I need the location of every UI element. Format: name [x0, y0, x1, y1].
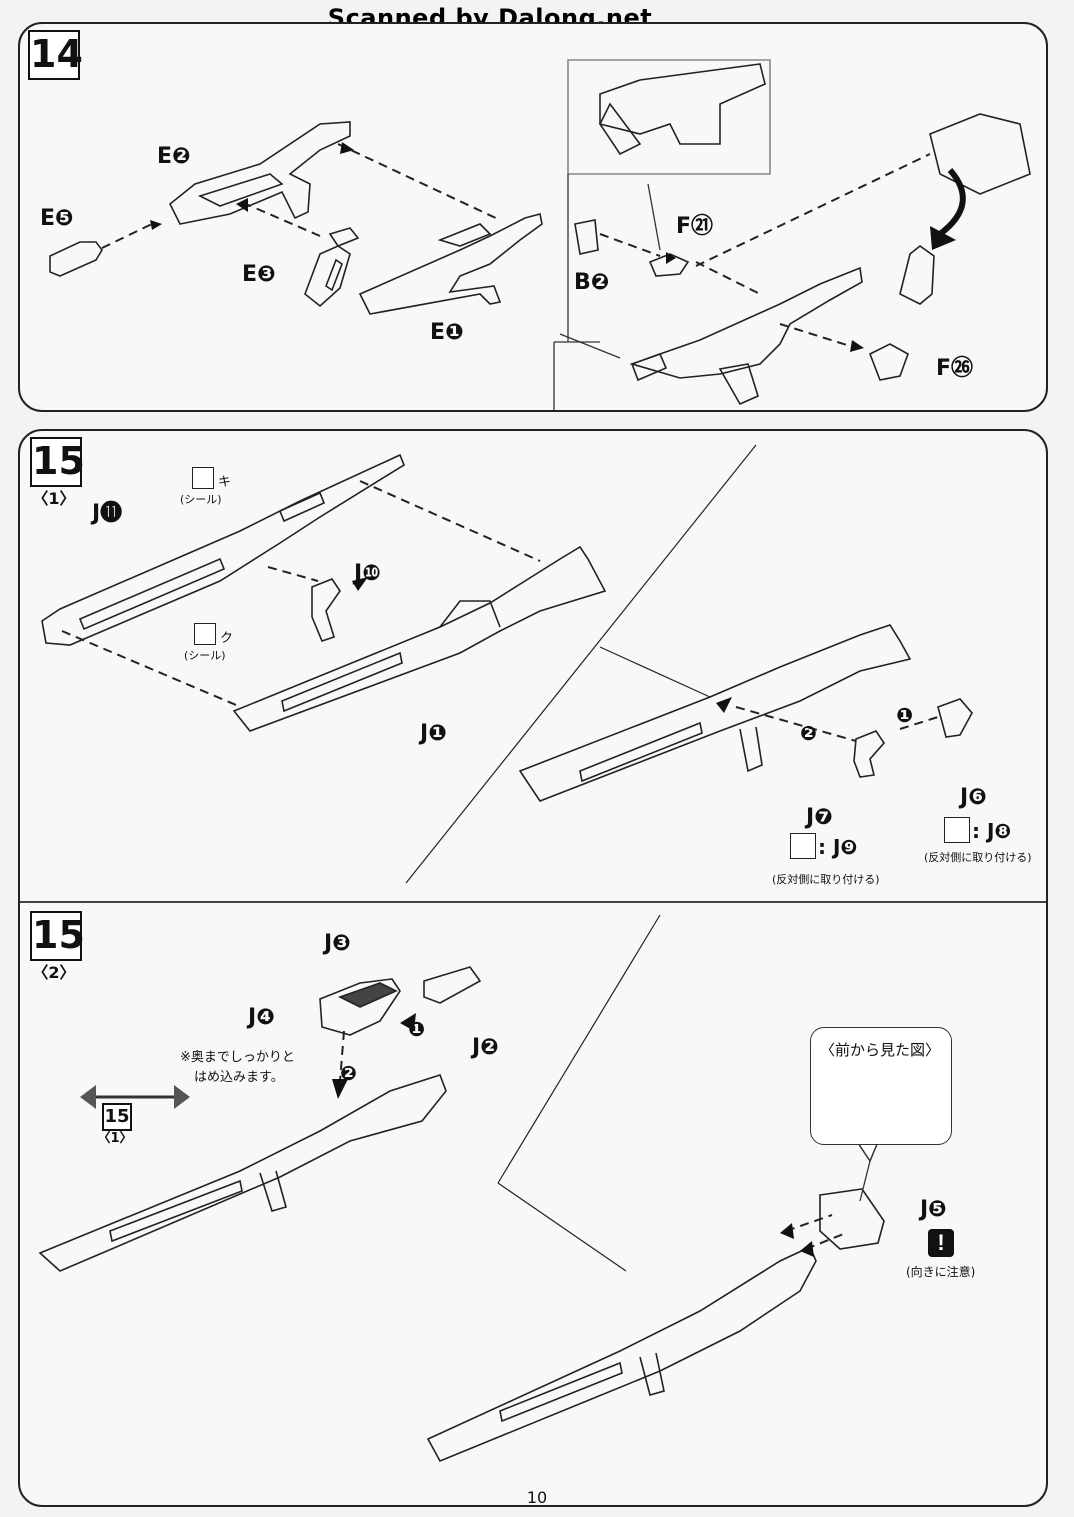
part-label-j7: J❼: [806, 805, 833, 830]
opposite-side-note: (反対側に取り付ける): [772, 873, 880, 886]
part-label-j10: J❿: [354, 561, 381, 586]
reference-step-number: 15: [102, 1103, 132, 1131]
part-label-j6: J❻: [960, 785, 987, 810]
sticker-icon: [194, 623, 216, 645]
substep-label: 〈1〉: [32, 489, 76, 508]
part-label-j11: J⓫: [92, 501, 123, 526]
part-label-e2: E❷: [157, 144, 191, 169]
part-label-j8: : J❽: [972, 819, 1012, 843]
part-label-e1: E❶: [430, 320, 464, 345]
sticker-label-ku: ク: [220, 631, 234, 646]
part-label-e3: E❸: [242, 262, 276, 287]
part-label-j5: J❺: [920, 1197, 947, 1222]
flip-icon: [790, 833, 816, 859]
insert-note-line2: はめ込みます。: [194, 1070, 284, 1085]
part-label-f21: F㉑: [676, 214, 714, 239]
step-number: 15: [30, 437, 85, 487]
order-number-1: ❶: [408, 1017, 425, 1041]
step-14-illustration: [49, 59, 1031, 410]
orientation-note: (向きに注意): [906, 1265, 976, 1279]
part-label-j9: : J❾: [818, 835, 858, 859]
step-15-illustration: [38, 444, 973, 1463]
step-15-panel: 15 〈1〉 15 〈2〉: [18, 429, 1048, 1507]
step-number: 15: [30, 911, 85, 961]
part-label-j2: J❷: [472, 1035, 499, 1060]
sticker-icon: [192, 467, 214, 489]
insert-note-line1: ※奥までしっかりと: [180, 1050, 295, 1065]
part-label-j3: J❸: [324, 931, 351, 956]
seal-label: (シール): [184, 649, 226, 662]
seal-label: (シール): [180, 493, 222, 506]
step-number: 14: [28, 30, 83, 80]
part-label-f26: F㉖: [936, 356, 974, 381]
step-14-panel: 14: [18, 22, 1048, 412]
reference-substep: 〈1〉: [97, 1131, 133, 1146]
order-number-2: ❷: [340, 1061, 357, 1085]
order-number-1: ❶: [896, 703, 913, 727]
sticker-label-ki: キ: [218, 475, 232, 490]
order-number-2: ❷: [800, 721, 817, 745]
part-label-j4: J❹: [248, 1005, 275, 1030]
part-label-j1: J❶: [420, 721, 447, 746]
front-view-title: 〈前から見た図〉: [820, 1041, 941, 1059]
warning-icon: !: [928, 1229, 954, 1257]
opposite-side-note: (反対側に取り付ける): [924, 851, 1032, 864]
page-number: 10: [526, 1488, 548, 1507]
part-label-b2: B❷: [574, 270, 610, 295]
part-label-e5: E❺: [40, 206, 74, 231]
flip-icon: [944, 817, 970, 843]
front-view-callout: [810, 1027, 952, 1145]
section-divider: [20, 901, 1046, 903]
substep-label: 〈2〉: [32, 963, 76, 982]
